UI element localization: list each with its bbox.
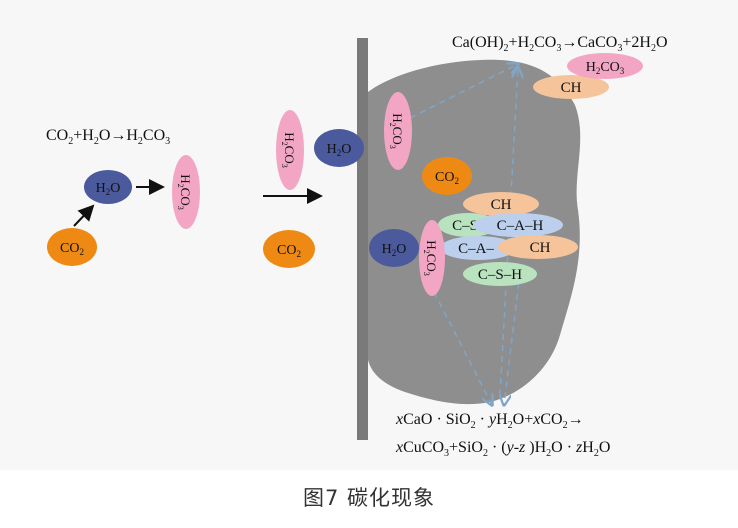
molecule-h2co3-inside-lower: H2CO3 <box>419 220 445 296</box>
equation-bottom-line2: xCuCO3+SiO2 · (y-z )H2O · zH2O <box>395 439 610 459</box>
svg-text:CO2: CO2 <box>435 170 459 186</box>
svg-text:H2O: H2O <box>382 242 407 258</box>
svg-text:H2CO3: H2CO3 <box>176 174 193 209</box>
equation-top-right: Ca(OH)2+H2CO3→CaCO3+2H2O <box>452 34 668 54</box>
svg-text:CO2: CO2 <box>60 241 84 257</box>
svg-text:H2CO3: H2CO3 <box>388 113 405 148</box>
equation-bottom-line1: xCaO · SiO2 · yH2O+xCO2→ <box>395 411 584 431</box>
molecule-h2co3-inside-top: H2CO3 <box>384 92 412 170</box>
molecule-h2co3-middle: H2CO3 <box>276 110 304 190</box>
csh-lower: C–S–H <box>463 262 537 286</box>
molecule-h2o-inside: H2O <box>369 229 419 267</box>
molecule-co2-inside: CO2 <box>422 157 472 195</box>
svg-text:C–S–H: C–S–H <box>478 267 522 283</box>
molecule-h2co3-top-right: H2CO3 <box>567 53 643 79</box>
svg-text:CH: CH <box>561 80 582 96</box>
dashed-flow-arrows <box>409 64 521 405</box>
arrow-co2-to-h2o <box>73 204 95 227</box>
svg-text:CH: CH <box>491 197 512 213</box>
ch-top: CH <box>463 192 539 216</box>
dashed-arrow-down-right <box>504 271 521 405</box>
molecule-h2co3-left: H2CO3 <box>172 155 200 229</box>
svg-text:H2CO3: H2CO3 <box>586 60 625 76</box>
svg-text:CO2: CO2 <box>277 243 301 259</box>
concrete-surface-wall <box>357 38 368 440</box>
molecule-co2-middle: CO2 <box>263 230 315 268</box>
svg-text:H2CO3: H2CO3 <box>280 132 297 167</box>
svg-text:H2O: H2O <box>327 142 352 158</box>
figure-caption: 图7 碳化现象 <box>302 486 436 510</box>
ch-top-right: CH <box>533 75 609 99</box>
svg-text:CH: CH <box>530 240 551 256</box>
molecule-h2o-left: H2O <box>84 170 132 204</box>
dashed-arrow-up-left <box>409 64 518 119</box>
svg-text:C–A–: C–A– <box>458 241 494 257</box>
svg-text:C–S: C–S <box>452 218 478 234</box>
svg-text:H2CO3: H2CO3 <box>422 240 439 275</box>
carbonation-diagram: CO2+H2O→H2CO3 Ca(OH)2+H2CO3→CaCO3+2H2O x… <box>46 34 668 459</box>
molecule-h2o-middle: H2O <box>314 129 364 167</box>
cah-partial-lower: C–A– <box>440 236 516 260</box>
ch-lower: CH <box>498 235 578 259</box>
svg-text:H2O: H2O <box>96 181 121 197</box>
cah-upper: C–A–H <box>473 213 563 237</box>
equation-left: CO2+H2O→H2CO3 <box>46 127 170 147</box>
svg-text:C–A–H: C–A–H <box>497 218 544 234</box>
molecule-co2-left: CO2 <box>47 228 97 266</box>
